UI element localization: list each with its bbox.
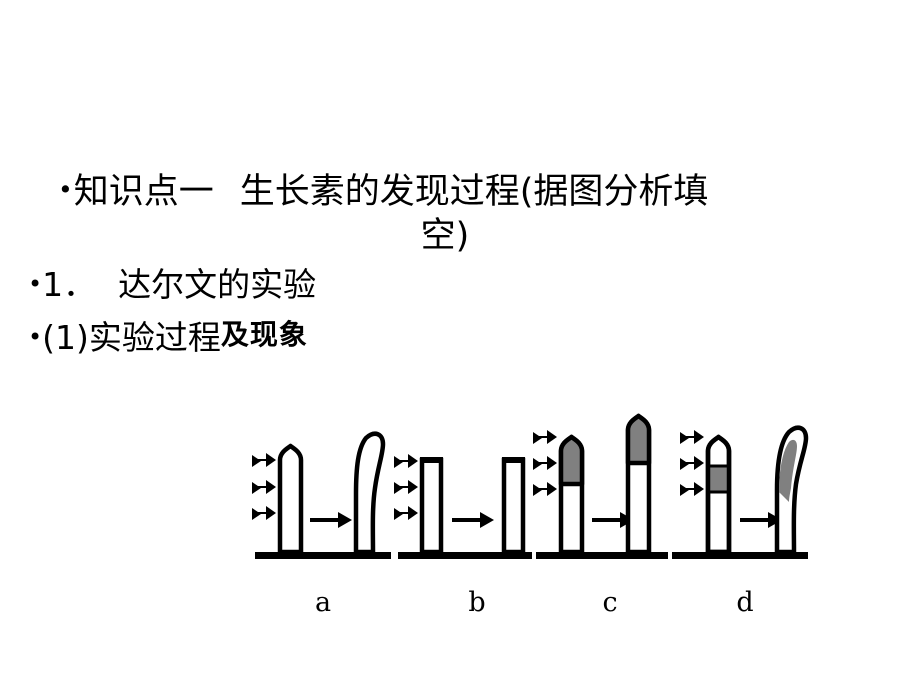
opaque-band-d-before-edges: [708, 464, 729, 494]
knowledge-point-heading: 生长素的发现过程(据图分析填: [239, 172, 709, 212]
knowledge-point-title-line2: 空): [0, 214, 920, 258]
darwin-experiment-figure: [0, 404, 920, 644]
opaque-cap-c-after: [625, 413, 652, 466]
item1-number: 1．: [42, 265, 97, 304]
coleoptile-a-after: [353, 431, 386, 555]
base-plate-c: [536, 552, 668, 559]
figure-label-d: d: [736, 587, 754, 618]
figure-panel-a: [252, 431, 391, 559]
transition-arrow-d: [740, 512, 782, 528]
coleoptile-b-before-cut-cap: [420, 457, 443, 463]
figure-panel-d: [672, 425, 809, 559]
base-plate-b: [398, 552, 532, 559]
bullet-glyph-item1: •: [28, 270, 43, 298]
light-arrows-a: [252, 453, 276, 520]
knowledge-point-title-line1: •知识点一生长素的发现过程(据图分析填: [0, 168, 920, 214]
list-item-1: •1． 达尔文的实验: [0, 258, 920, 311]
transition-arrow-a: [310, 512, 352, 528]
coleoptile-d-before: [705, 434, 732, 555]
figure-caption-row: a b c d: [0, 588, 920, 628]
bullet-glyph-title: •: [58, 175, 73, 204]
transition-arrow-b: [452, 512, 494, 528]
coleoptile-a-before: [277, 443, 304, 555]
coleoptile-b-before: [419, 457, 444, 555]
text-content-block: •知识点一生长素的发现过程(据图分析填 空) •1．达尔文的实验 •(1)实验过…: [0, 168, 920, 366]
opaque-band-d-after: [779, 439, 797, 502]
coleoptile-b-after: [501, 457, 526, 555]
figure-label-b: b: [468, 587, 486, 618]
item1-label: 达尔文的实验: [118, 265, 317, 304]
opaque-cap-c-before: [558, 434, 585, 487]
light-arrows-c: [533, 430, 557, 496]
item2-label: (1)实验过程: [42, 318, 221, 357]
coleoptile-b-after-cut-cap: [502, 457, 525, 463]
transition-arrow-c: [592, 512, 634, 528]
knowledge-point-label: 知识点一: [73, 172, 214, 212]
figure-panel-c: [533, 413, 668, 559]
item2-label-suffix: 及现象: [220, 318, 308, 351]
base-plate-a: [255, 552, 391, 559]
bullet-glyph-item2: •: [28, 323, 43, 351]
opaque-band-d-before: [708, 466, 729, 492]
base-plate-d: [672, 552, 808, 559]
figure-label-c: c: [602, 587, 618, 618]
light-arrows-b: [394, 454, 418, 520]
figure-panel-b: [394, 454, 532, 559]
figure-label-a: a: [314, 587, 332, 618]
coleoptile-d-before-outline: [705, 434, 732, 555]
knowledge-point-heading-cont: 空): [420, 216, 470, 256]
light-arrows-d: [680, 430, 704, 496]
list-item-2: •(1)实验过程及现象: [0, 311, 920, 366]
